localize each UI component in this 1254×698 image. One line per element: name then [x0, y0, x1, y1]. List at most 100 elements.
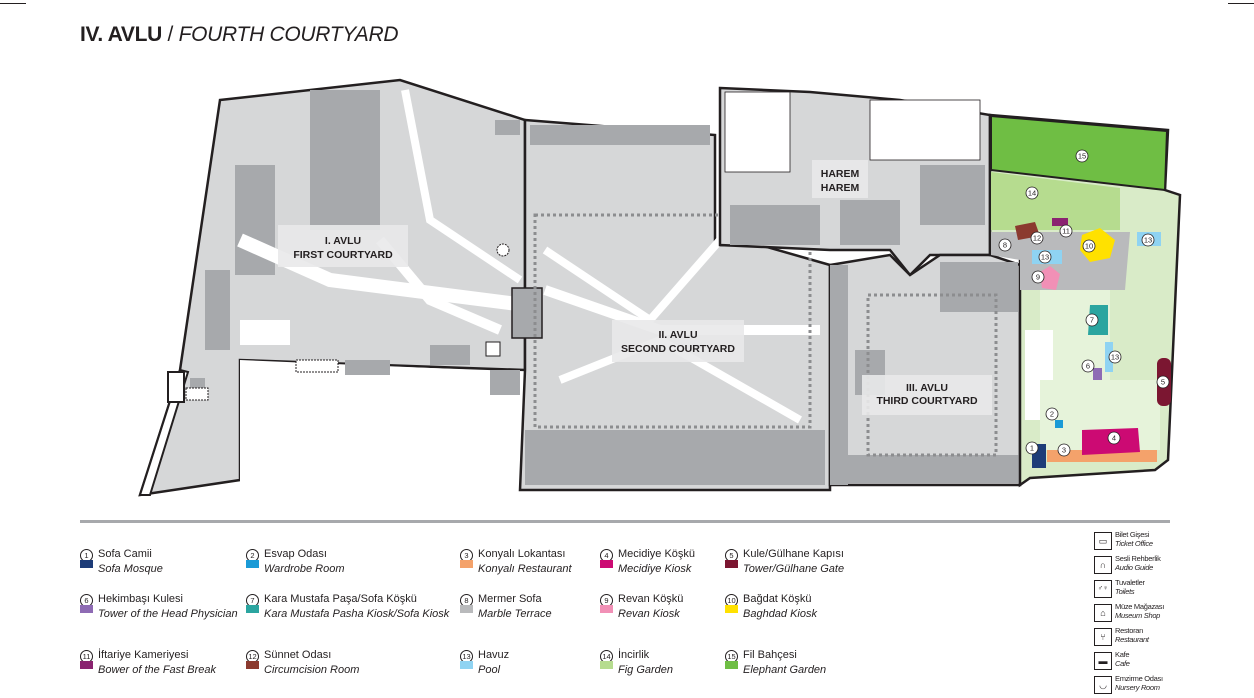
first-courtyard-gate-building: [167, 371, 185, 403]
map-marker-13c: 13: [1108, 350, 1122, 364]
third-courtyard-west-wing: [830, 265, 848, 485]
ticket-box-icon: [485, 341, 501, 357]
building-row-6: [190, 378, 205, 388]
map-marker-12: 12: [1030, 231, 1044, 245]
service-en-toilets: Toilets: [1115, 587, 1135, 596]
map-marker-1: 1: [1025, 441, 1039, 455]
marker-8-label: 8: [1003, 241, 1007, 250]
toilets-icon: ♂♀: [1094, 580, 1112, 598]
map-marker-14: 14: [1025, 186, 1039, 200]
first-courtyard-label-tr: I. AVLU: [325, 235, 361, 247]
ticket-plaza: [295, 359, 339, 373]
harem-block-2: [869, 99, 981, 161]
top-rule-right: [1228, 3, 1254, 4]
building-row-2: [430, 345, 470, 365]
title-separator: /: [162, 23, 179, 46]
legend-tr-12: Sünnet Odası: [264, 649, 332, 661]
legend-swatch-2: [246, 560, 259, 568]
marker-2-label: 2: [1050, 410, 1054, 419]
legend-en-15: Elephant Garden: [743, 664, 827, 676]
marker-4-label: 4: [1112, 434, 1116, 443]
second-courtyard: II. AVLU SECOND COURTYARD: [511, 118, 832, 492]
museum-shop-icon: ⌂: [1094, 604, 1112, 622]
map-marker-13b: 13: [1141, 233, 1155, 247]
legend-tr-2: Esvap Odası: [264, 548, 327, 560]
service-tr-ticket: Bilet Gişesi: [1115, 530, 1149, 539]
title-italic: FOURTH COURTYARD: [178, 23, 399, 46]
legend-swatch-6: [80, 605, 93, 613]
first-courtyard-front-lot: [240, 360, 525, 490]
map-marker-9: 9: [1031, 270, 1045, 284]
first-courtyard-label-bg: [278, 225, 408, 267]
nursery-icon: ◡: [1094, 676, 1112, 694]
legend-tr-13: Havuz: [478, 649, 510, 661]
marker-13a-label: 13: [1041, 253, 1049, 262]
third-courtyard-south-wing: [845, 455, 1020, 483]
legend-tr-9: Revan Köşkü: [618, 593, 684, 605]
legend-swatch-5: [725, 560, 738, 568]
legend-tr-11: İftariye Kameriyesi: [98, 649, 189, 661]
path-a: [237, 233, 526, 312]
harem-block-4: [840, 200, 900, 245]
third-courtyard-treasury: [940, 262, 1018, 312]
first-courtyard: I. AVLU FIRST COURTYARD: [138, 78, 527, 497]
legend-en-4: Mecidiye Kiosk: [618, 563, 692, 575]
marker-12-label: 12: [1033, 234, 1041, 243]
service-tr-audio: Sesli Rehberlik: [1115, 554, 1161, 563]
legend-en-5: Tower/Gülhane Gate: [743, 563, 845, 575]
marker-1-label: 1: [1030, 444, 1034, 453]
legend-tr-5: Kule/Gülhane Kapısı: [743, 548, 844, 560]
building-aya-irini: [310, 90, 380, 230]
second-courtyard-colonnade: [533, 213, 812, 429]
harem: HAREM HAREM: [718, 86, 992, 277]
title-bold: IV. AVLU: [80, 23, 163, 46]
map-marker-8: 8: [998, 238, 1012, 252]
service-en-ticket: Ticket Office: [1115, 539, 1153, 548]
legend-swatch-1: [80, 560, 93, 568]
legend-en-13: Pool: [478, 664, 501, 676]
wardrobe-room-shape: [1055, 420, 1063, 428]
legend-tr-4: Mecidiye Köşkü: [618, 548, 696, 560]
map-marker-5: 5: [1156, 375, 1170, 389]
konyali-restaurant-shape: [1047, 450, 1157, 462]
physician-tower-shape: [1093, 368, 1102, 380]
baghdad-kiosk-shape: [1080, 228, 1115, 262]
third-courtyard: III. AVLU THIRD COURTYARD: [828, 253, 1022, 487]
first-courtyard-label-en: FIRST COURTYARD: [293, 249, 393, 261]
map-marker-3: 3: [1057, 443, 1071, 457]
legend-en-2: Wardrobe Room: [264, 563, 345, 575]
legend-en-6: Tower of the Head Physician: [98, 608, 238, 620]
service-en-cafe: Cafe: [1115, 659, 1130, 668]
legend-tr-15: Fil Bahçesi: [743, 649, 797, 661]
marker-14-label: 14: [1028, 189, 1036, 198]
harem-label-bg: [812, 160, 868, 198]
marker-10-label: 10: [1085, 242, 1093, 251]
top-rule-left: [0, 3, 26, 4]
service-en-shop: Museum Shop: [1115, 611, 1161, 620]
legend-en-1: Sofa Mosque: [98, 563, 163, 575]
marker-5-label: 5: [1161, 378, 1165, 387]
legend-swatch-4: [600, 560, 613, 568]
building-row-5: [490, 370, 520, 395]
legend-swatch-15: [725, 661, 738, 669]
building-row-4: [495, 120, 520, 135]
legend-en-8: Marble Terrace: [478, 608, 552, 620]
path-c: [401, 89, 523, 284]
map-marker-10: 10: [1082, 239, 1096, 253]
marker-9-label: 9: [1036, 273, 1040, 282]
service-tr-shop: Müze Mağazası: [1115, 602, 1165, 611]
legend-en-3: Konyalı Restaurant: [478, 563, 572, 575]
legend-en-10: Baghdad Kiosk: [743, 608, 817, 620]
service-tr-cafe: Kafe: [1115, 650, 1130, 659]
marker-15-label: 15: [1078, 152, 1086, 161]
legend-tr-6: Hekimbaşı Kulesi: [98, 593, 183, 605]
legend-swatch-12: [246, 661, 259, 669]
legend-num-13: 13: [460, 650, 473, 663]
